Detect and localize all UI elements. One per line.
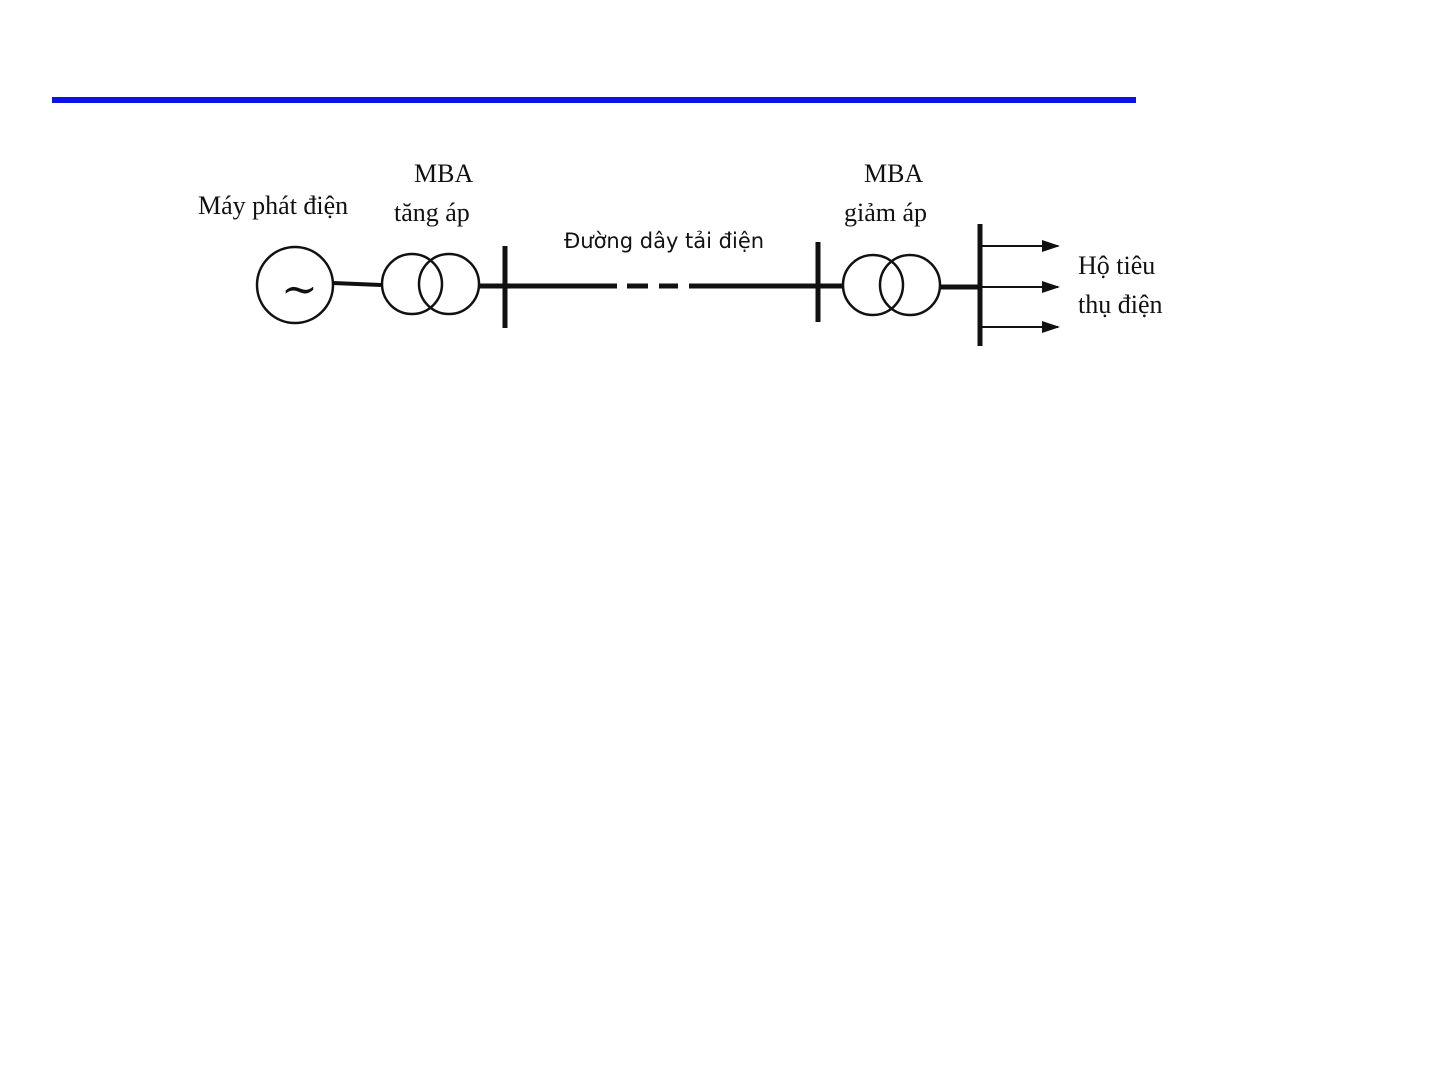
stepdown-transformer-icon (843, 255, 940, 315)
generator-label: Máy phát điện (198, 191, 348, 220)
stepup-transformer-title: MBA (414, 159, 473, 188)
stepup-transformer-subtitle: tăng áp (394, 198, 470, 227)
load-label-line1: Hộ tiêu (1078, 251, 1155, 280)
generator-link (333, 283, 381, 285)
stepup-transformer-icon (382, 254, 479, 314)
load-label-line2: thụ điện (1078, 290, 1163, 319)
stepdown-transformer-subtitle: giảm áp (844, 198, 927, 227)
stepdown-transformer-title: MBA (864, 159, 923, 188)
transmission-line-label: Đường dây tải điện (564, 229, 764, 253)
generator-symbol: ~ (281, 264, 318, 315)
ac-generator-icon: ~ (257, 247, 333, 323)
